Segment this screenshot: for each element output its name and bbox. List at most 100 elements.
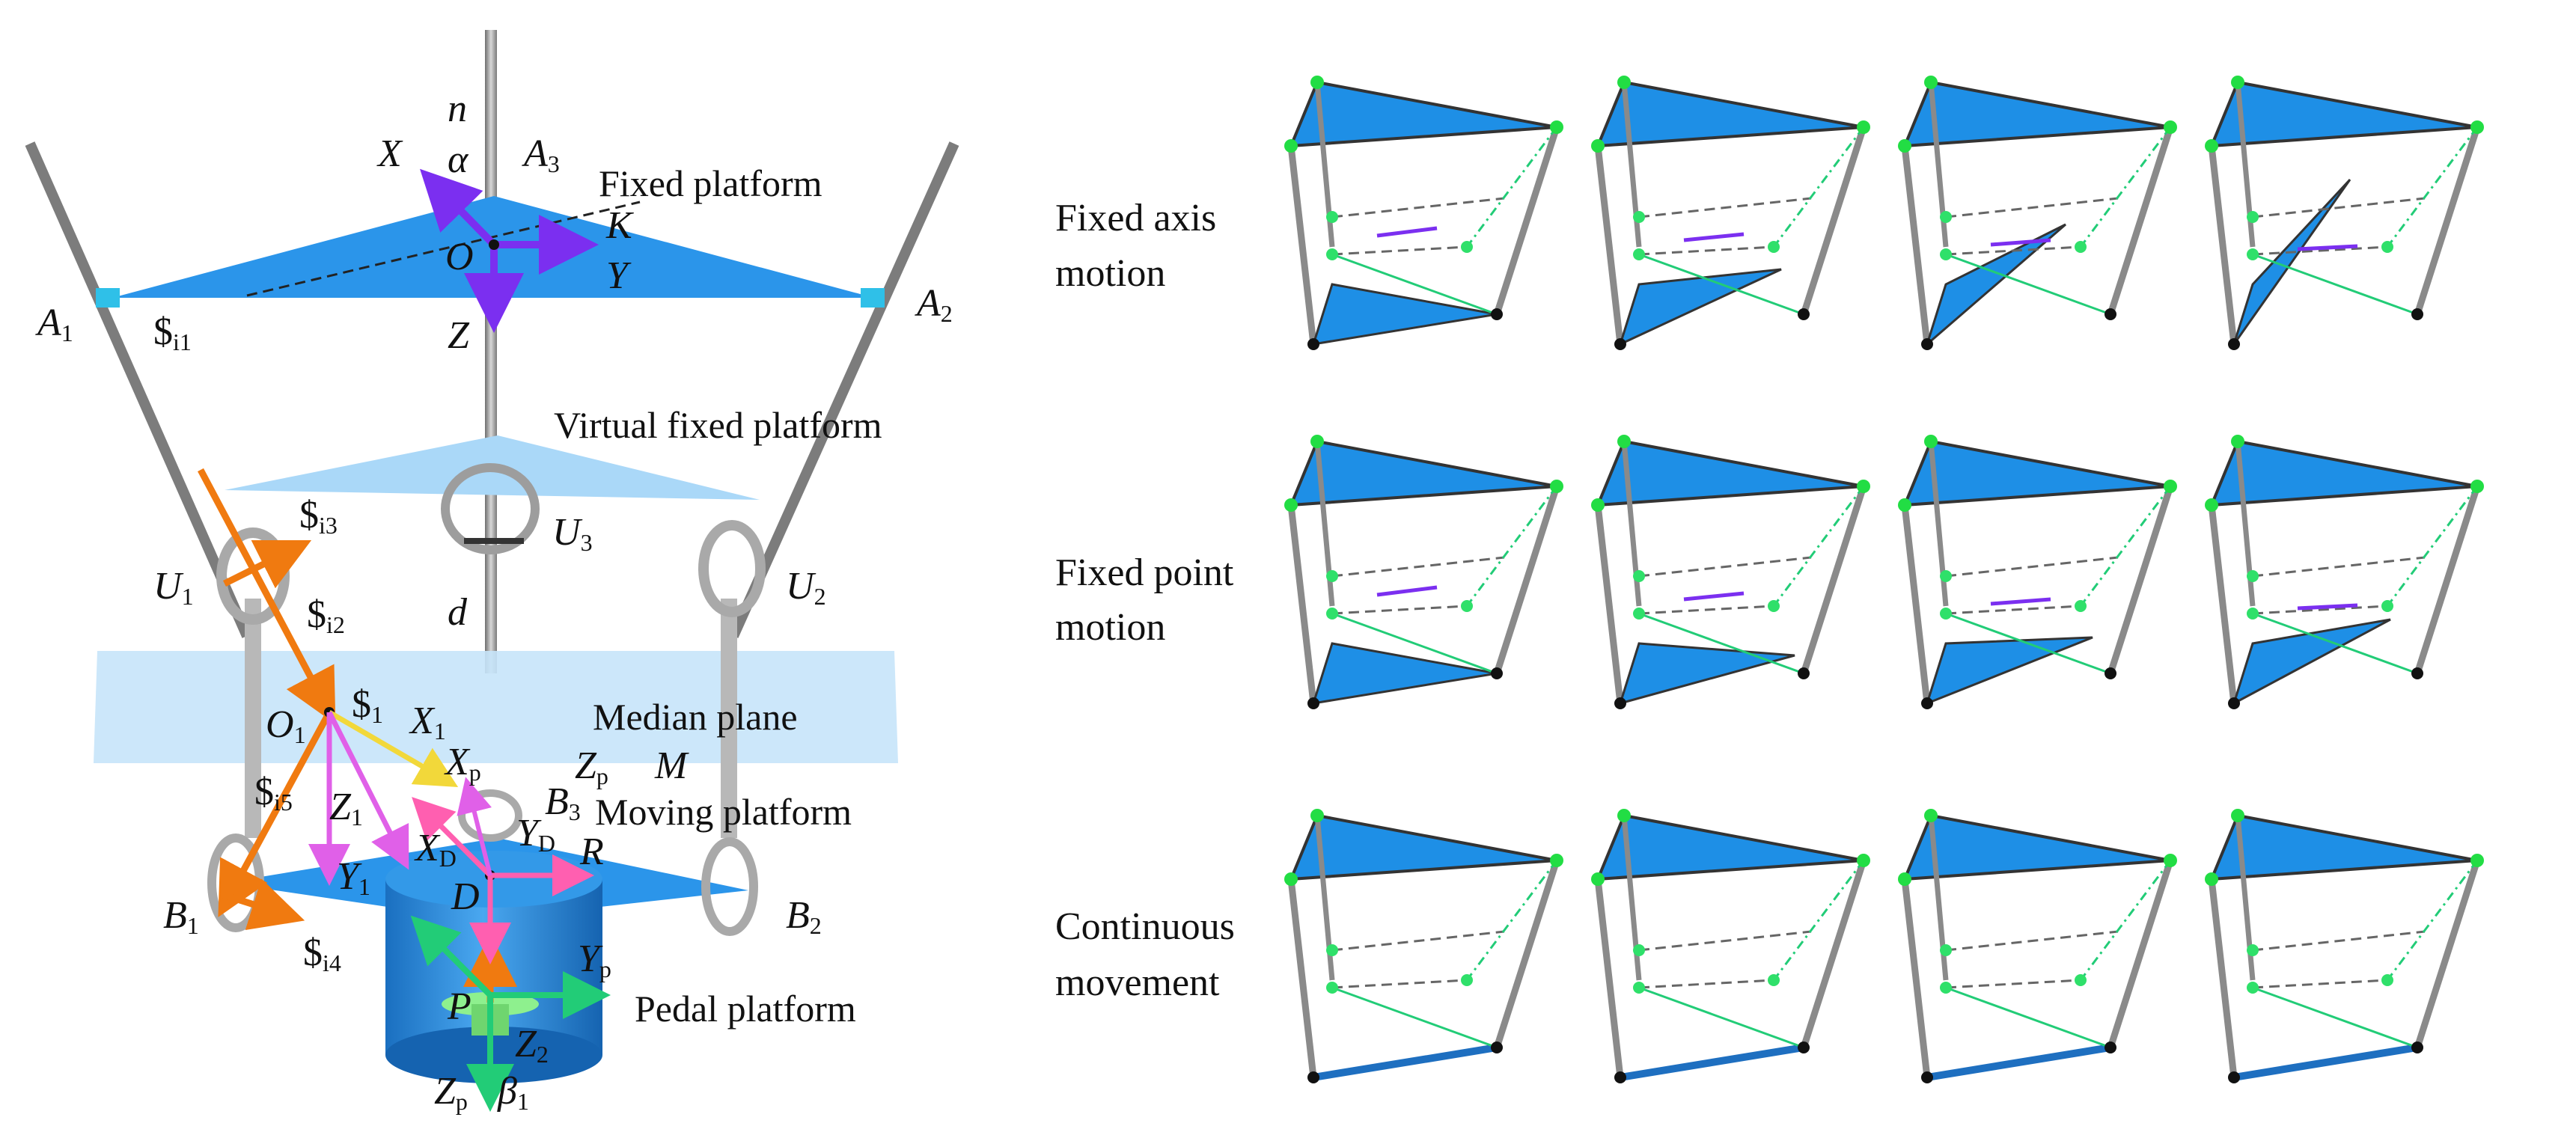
joint-node (2247, 248, 2259, 260)
joint-node (1798, 308, 1810, 320)
joint-node (1633, 982, 1645, 994)
pose-r1-c0 (1284, 435, 1563, 709)
green-construction (2386, 860, 2479, 981)
green-construction (1945, 986, 2111, 1049)
label-screw-i2: $i2 (307, 593, 345, 638)
axis-Xp-pedal-arrow (410, 915, 492, 997)
top-platform (1288, 439, 1557, 507)
green-construction (1772, 860, 1865, 981)
leg-right (1800, 126, 1867, 316)
joint-node (2381, 241, 2393, 253)
label-Z2: Z2 (515, 1023, 549, 1068)
joint-node (2164, 854, 2177, 867)
pose-r0-c3 (2205, 76, 2484, 350)
label-YD: YD (516, 812, 555, 857)
joint-node (2231, 809, 2244, 822)
row-1-line2: motion (1055, 606, 1165, 649)
joint-node (1461, 600, 1473, 612)
joint-node (1633, 570, 1645, 582)
motion-indicator (2297, 603, 2358, 611)
joint-node (1768, 974, 1780, 986)
label-U2: U2 (786, 565, 826, 610)
label-P: P (447, 985, 471, 1028)
label-A2: A2 (915, 282, 953, 327)
joint-node (1284, 139, 1298, 153)
label-screw-i3: $i3 (299, 494, 338, 539)
joint-node (1798, 1042, 1810, 1053)
pose-r2-c3 (2205, 809, 2484, 1083)
leg-right (2107, 859, 2174, 1049)
leg-left (1901, 504, 1931, 704)
bottom-platform (2232, 618, 2391, 706)
joint-node (1550, 854, 1563, 867)
label-beta1: β1 (497, 1070, 529, 1115)
joint-node (1924, 76, 1938, 89)
label-screw-i4: $i4 (303, 932, 341, 976)
motion-indicator (1376, 226, 1438, 238)
lower-rod-2 (721, 599, 737, 838)
top-platform (1288, 813, 1557, 881)
leg-left (1594, 145, 1624, 345)
leg-left (2208, 878, 2238, 1078)
joint-node (2228, 1071, 2240, 1083)
green-construction (1465, 126, 1558, 248)
top-platform (1902, 80, 2171, 148)
joint-node (2381, 600, 2393, 612)
label-Zp-top: Zp (575, 744, 608, 789)
joint-node (1857, 120, 1870, 134)
motion-indicator (1683, 591, 1745, 602)
top-platform (2209, 813, 2478, 881)
joint-node (1617, 76, 1631, 89)
label-virtual-fixed-platform: Virtual fixed platform (554, 404, 882, 446)
joint-node (1550, 120, 1563, 134)
joint-node (1940, 570, 1952, 582)
joint-node (1633, 608, 1645, 620)
joint-node (2470, 480, 2484, 493)
dashed-link (1331, 556, 1505, 578)
bottom-platform (1311, 283, 1498, 346)
joint-node (1940, 248, 1952, 260)
leg-right (2107, 485, 2174, 675)
leg-left (2208, 504, 2238, 704)
joint-node (1898, 872, 1911, 886)
joint-node (1307, 338, 1319, 350)
joint-node (1326, 944, 1338, 956)
joint-node (2247, 982, 2259, 994)
joint-node (1310, 435, 1324, 448)
joint-node (2164, 120, 2177, 134)
motion-indicator (1990, 597, 2051, 606)
dashed-link (1638, 556, 1812, 578)
dashed-link (1945, 605, 2081, 615)
green-construction (2252, 612, 2418, 675)
joint-node (1857, 480, 1870, 493)
joint-node (2075, 241, 2087, 253)
bottom-platform (1618, 642, 1795, 706)
motion-indicator (1376, 585, 1438, 597)
joint-node (1461, 241, 1473, 253)
green-construction (1772, 486, 1865, 607)
joint-node (1326, 982, 1338, 994)
joint-node (1491, 667, 1503, 679)
leg-right (1800, 859, 1867, 1049)
motion-indicator (1990, 238, 2051, 247)
label-Y: Y (606, 254, 632, 297)
axis-X1-arrow (328, 709, 459, 788)
joint-node (2228, 338, 2240, 350)
axis-Xp-arrow (457, 777, 492, 876)
label-B3: B3 (545, 780, 581, 825)
central-axis-rod (485, 30, 497, 673)
joint-node (1614, 338, 1626, 350)
screw-si5-arrow (218, 710, 332, 917)
joint-node (1326, 570, 1338, 582)
joint-node (2228, 697, 2240, 709)
dashed-link (2252, 930, 2426, 952)
joint-node (1326, 211, 1338, 223)
dashed-link (1331, 979, 1468, 989)
joint-node (1461, 974, 1473, 986)
joint-node (2411, 1042, 2423, 1053)
joint-node (2411, 667, 2423, 679)
joint-node (2411, 308, 2423, 320)
leg-right (1493, 485, 1560, 675)
label-fixed-platform: Fixed platform (599, 162, 822, 204)
joint-node (2075, 600, 2087, 612)
